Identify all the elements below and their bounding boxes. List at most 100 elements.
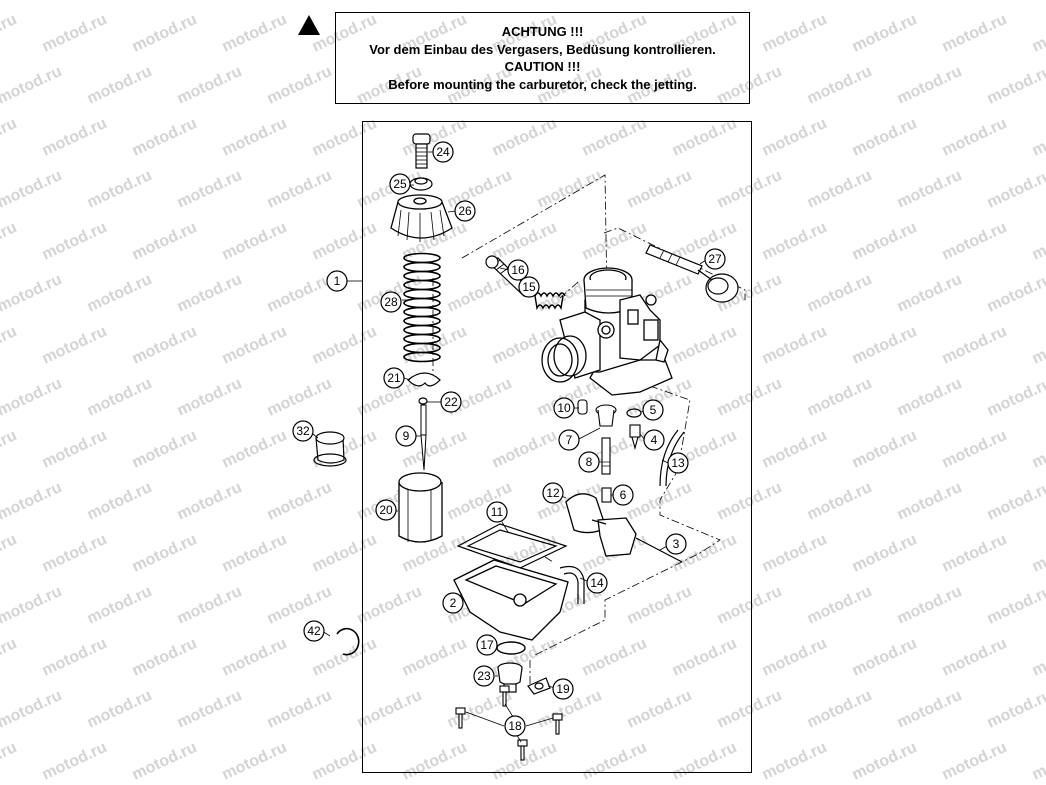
part-15-screw-spring [534,292,566,311]
callout-21: 21 [383,367,405,389]
part-24-adjuster-screw [412,133,431,169]
part-18-screws [455,685,563,761]
svg-text:32: 32 [296,424,310,438]
spring-coil [403,342,441,354]
callout-11: 11 [486,501,508,523]
callout-5: 5 [642,399,664,421]
svg-text:15: 15 [522,280,536,294]
svg-text:16: 16 [511,263,525,277]
callout-19: 19 [552,678,574,700]
callout-9: 9 [395,425,417,447]
callout-1: 1 [326,270,348,292]
part-7-jet-holder [595,404,617,427]
callout-12: 12 [542,482,564,504]
caution-notice: ACHTUNG !!! Vor dem Einbau des Vergasers… [335,12,750,104]
part-12-float [565,493,637,557]
callout-23: 23 [473,665,495,687]
callout-27: 27 [704,248,726,270]
spring-coil [403,279,441,291]
svg-text:19: 19 [556,682,570,696]
svg-text:24: 24 [436,145,450,159]
callout-10: 10 [553,397,575,419]
caution-text-en: Before mounting the carburetor, check th… [388,76,697,92]
svg-text:21: 21 [387,371,401,385]
callout-15: 15 [518,276,540,298]
svg-text:17: 17 [480,638,494,652]
carburetor-body [541,267,673,396]
callout-32: 32 [292,420,314,442]
callout-3: 3 [665,533,687,555]
part-28-slide-spring [403,252,441,363]
svg-text:26: 26 [458,204,472,218]
spring-coil [403,270,441,282]
svg-text:22: 22 [444,395,458,409]
svg-text:18: 18 [508,719,522,733]
part-8-needle-jet [601,437,611,475]
part-3-float-pin [635,537,683,563]
part-19-hose-clip [527,677,551,695]
part-23-drain-plug [497,662,523,693]
part-20-throttle-slide [398,472,443,543]
callout-22: 22 [440,391,462,413]
callout-42: 42 [303,620,325,642]
svg-text:4: 4 [651,433,658,447]
part-11-float-bowl-gasket [456,523,568,569]
spring-coil [403,306,441,318]
spring-coil [403,351,441,363]
part-2-float-bowl [453,559,569,641]
spring-coil [403,315,441,327]
svg-text:28: 28 [384,295,398,309]
callout-17: 17 [476,634,498,656]
svg-text:11: 11 [491,505,504,519]
callout-28: 28 [380,291,402,313]
part-25-nut [409,177,433,191]
svg-text:27: 27 [708,252,722,266]
spring-coil [403,333,441,345]
part-5-o-ring [626,408,642,418]
svg-text:9: 9 [403,429,410,443]
callout-6: 6 [612,484,634,506]
callout-16: 16 [507,259,529,281]
svg-text:5: 5 [650,403,657,417]
callout-8: 8 [578,451,600,473]
spring-coil [403,252,441,264]
diagram-frame [362,121,752,773]
part-42-circlip [336,627,360,656]
part-9-jet-needle [420,404,427,471]
part-10-jet [577,399,588,415]
svg-text:12: 12 [546,486,560,500]
svg-text:3: 3 [673,537,680,551]
spring-coil [403,288,441,300]
callout-13: 13 [667,452,689,474]
caution-title-en: CAUTION !!! [504,59,581,74]
callout-7: 7 [558,429,580,451]
part-4-air-screw [629,424,641,451]
part-21-needle-clip-plate [407,372,441,387]
svg-text:6: 6 [620,488,627,502]
callout-24: 24 [432,141,454,163]
spring-coil [403,261,441,273]
svg-text:14: 14 [590,576,604,590]
svg-text:13: 13 [671,456,685,470]
svg-text:8: 8 [586,455,593,469]
caution-title-de: ACHTUNG !!! [501,24,584,39]
callout-25: 25 [389,173,411,195]
part-17-o-ring [496,641,526,655]
callout-14: 14 [586,572,608,594]
svg-text:23: 23 [477,669,491,683]
callout-2: 2 [442,592,464,614]
part-27-choke-plunger [645,244,739,303]
svg-text:25: 25 [393,177,407,191]
callout-26: 26 [454,200,476,222]
callout-20: 20 [375,499,397,521]
spring-coil [403,324,441,336]
svg-text:1: 1 [334,274,341,288]
part-22-needle-clip [418,397,428,405]
svg-text:10: 10 [557,401,571,415]
warning-triangle-icon [298,15,320,35]
svg-text:20: 20 [379,503,393,517]
part-26-mixing-chamber-cap [390,194,453,242]
part-32-cover-cap [313,431,347,467]
caution-text-de: Vor dem Einbau des Vergasers, Bedüsung k… [369,41,716,57]
